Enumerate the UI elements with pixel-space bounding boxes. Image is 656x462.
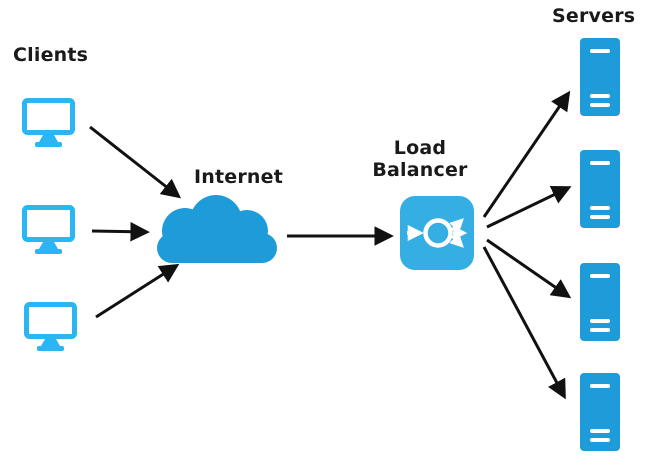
internet-label: Internet — [194, 166, 284, 188]
arrow-client2-to-internet — [91, 221, 150, 242]
load-balancer-label: Load Balancer — [372, 137, 468, 182]
client-monitor-icon — [27, 305, 75, 352]
server-icon — [580, 373, 620, 451]
arrow-client1-to-internet — [89, 125, 182, 199]
arrow-load-balancer-to-server1 — [482, 90, 571, 218]
client-monitor-icon — [25, 208, 73, 255]
client-monitor-icon — [25, 101, 73, 148]
arrow-load-balancer-to-server4 — [482, 246, 566, 400]
arrow-client3-to-internet — [95, 263, 180, 319]
server-icon — [580, 150, 620, 228]
server-icon — [580, 263, 620, 341]
server-icon — [580, 38, 620, 116]
cloud-icon — [157, 195, 277, 263]
load-balancer-icon — [400, 196, 474, 270]
servers-label: Servers — [552, 5, 636, 27]
arrow-load-balancer-to-server2 — [486, 185, 572, 229]
clients-label: Clients — [13, 44, 89, 66]
arrow-load-balancer-to-server3 — [486, 238, 572, 299]
